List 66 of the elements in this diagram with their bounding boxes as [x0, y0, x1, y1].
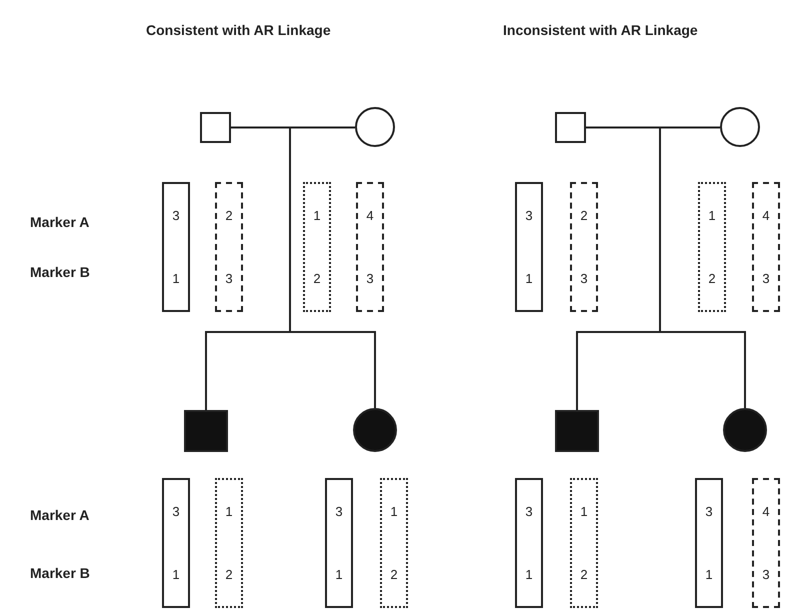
allele-number: 2: [708, 271, 716, 286]
allele-number: 3: [705, 504, 713, 519]
filled-square-symbol: [555, 410, 599, 452]
allele-number: 3: [225, 271, 233, 286]
allele-number: 1: [335, 567, 343, 582]
marker-label: Marker B: [30, 264, 90, 280]
allele-number: 3: [525, 504, 533, 519]
pedigree-line: [231, 126, 355, 128]
allele-number: 3: [580, 271, 588, 286]
panel-title: Inconsistent with AR Linkage: [503, 22, 698, 38]
circle-symbol: [355, 107, 395, 147]
haplotype-box: [752, 182, 780, 312]
circle-symbol: [720, 107, 760, 147]
haplotype-box: [752, 478, 780, 608]
allele-number: 1: [525, 271, 533, 286]
haplotype-box: [325, 478, 353, 608]
allele-number: 1: [172, 567, 180, 582]
marker-label: Marker B: [30, 565, 90, 581]
allele-number: 2: [225, 208, 233, 223]
allele-number: 3: [172, 208, 180, 223]
filled-circle-symbol: [723, 408, 767, 452]
haplotype-box: [215, 478, 243, 608]
square-symbol: [200, 112, 231, 143]
allele-number: 1: [525, 567, 533, 582]
allele-number: 1: [225, 504, 233, 519]
haplotype-box: [698, 182, 726, 312]
filled-square-symbol: [184, 410, 228, 452]
haplotype-box: [695, 478, 723, 608]
marker-label: Marker A: [30, 507, 90, 523]
allele-number: 2: [580, 208, 588, 223]
allele-number: 1: [172, 271, 180, 286]
pedigree-line: [586, 126, 720, 128]
allele-number: 4: [366, 208, 374, 223]
allele-number: 4: [762, 208, 770, 223]
allele-number: 1: [580, 504, 588, 519]
haplotype-box: [570, 478, 598, 608]
pedigree-line: [289, 127, 376, 408]
filled-circle-symbol: [353, 408, 397, 452]
allele-number: 3: [172, 504, 180, 519]
allele-number: 2: [390, 567, 398, 582]
panel-title: Consistent with AR Linkage: [146, 22, 331, 38]
allele-number: 3: [762, 567, 770, 582]
allele-number: 3: [335, 504, 343, 519]
allele-number: 1: [390, 504, 398, 519]
haplotype-box: [515, 182, 543, 312]
allele-number: 3: [762, 271, 770, 286]
haplotype-box: [515, 478, 543, 608]
allele-number: 3: [525, 208, 533, 223]
allele-number: 1: [705, 567, 713, 582]
allele-number: 2: [313, 271, 321, 286]
haplotype-box: [356, 182, 384, 312]
haplotype-box: [162, 182, 190, 312]
haplotype-box: [303, 182, 331, 312]
haplotype-box: [215, 182, 243, 312]
allele-number: 3: [366, 271, 374, 286]
haplotype-box: [380, 478, 408, 608]
square-symbol: [555, 112, 586, 143]
haplotype-box: [162, 478, 190, 608]
allele-number: 4: [762, 504, 770, 519]
allele-number: 1: [313, 208, 321, 223]
allele-number: 1: [708, 208, 716, 223]
pedigree-line: [659, 127, 746, 408]
haplotype-box: [570, 182, 598, 312]
marker-label: Marker A: [30, 214, 90, 230]
allele-number: 2: [580, 567, 588, 582]
allele-number: 2: [225, 567, 233, 582]
